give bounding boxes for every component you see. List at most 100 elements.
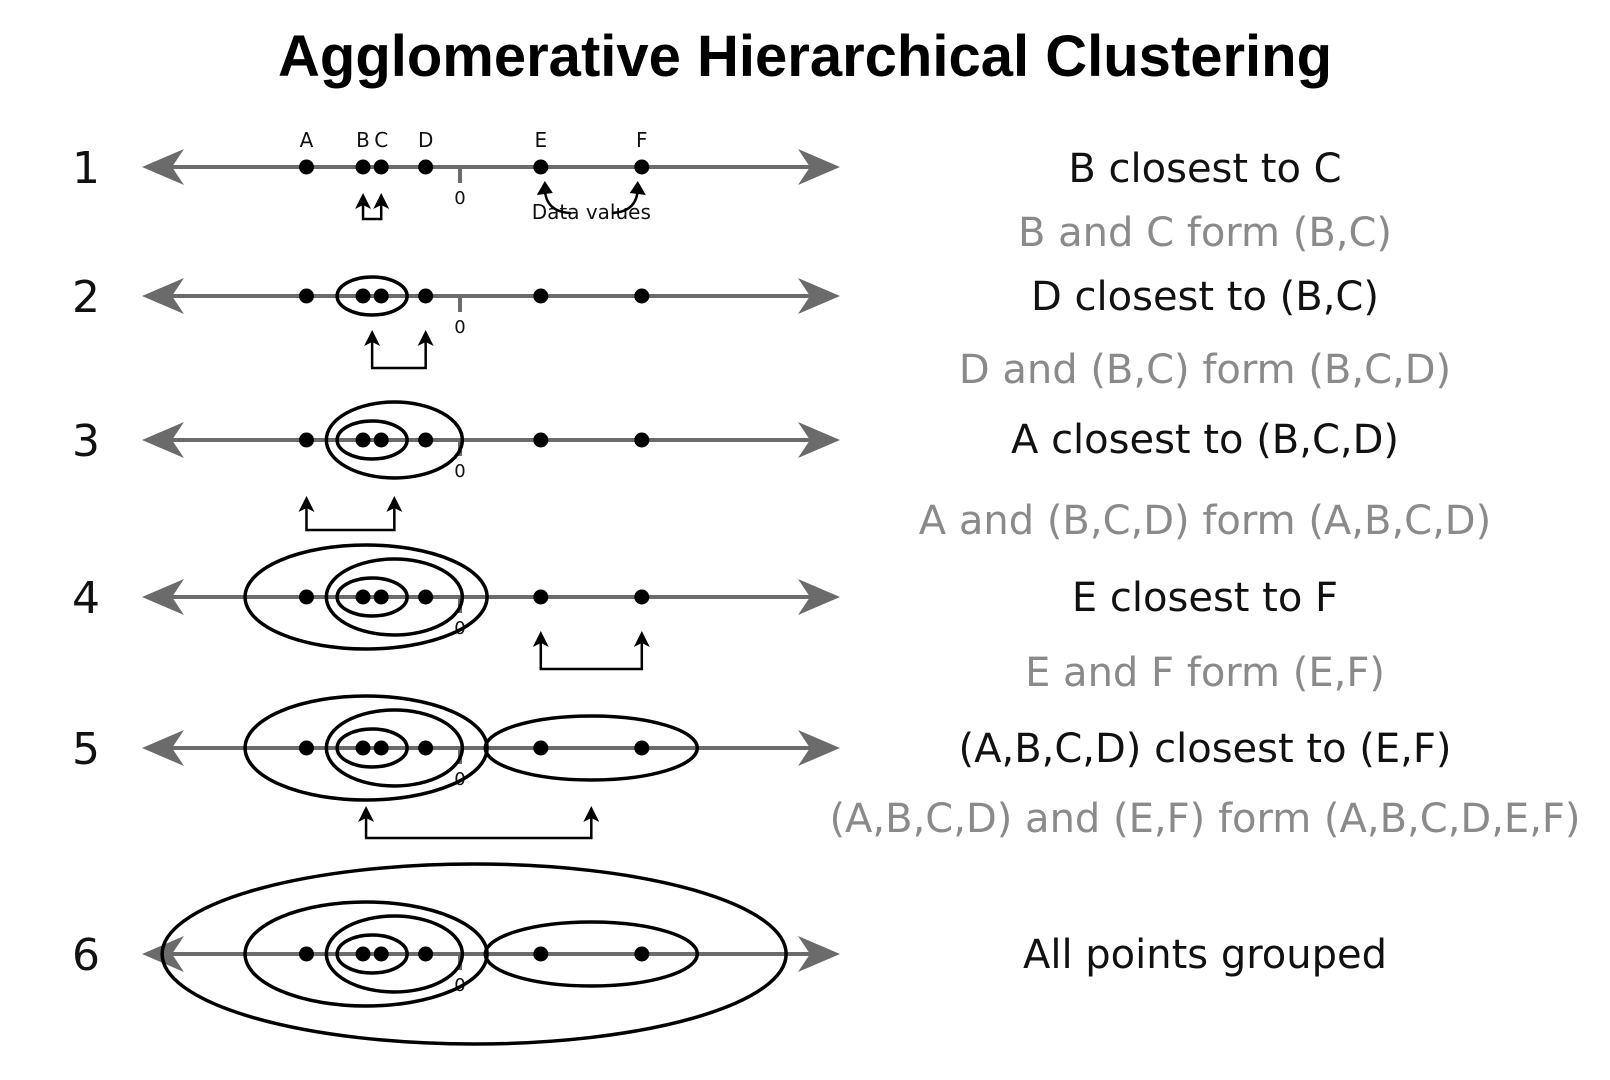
merge-arrowhead-left-icon [358,806,375,822]
data-point-c [373,432,389,448]
step-number: 3 [72,416,100,467]
merge-arrowhead-right-icon [633,631,650,647]
data-values-note: Data values [532,200,651,224]
step-result: B and C form (B,C) [1018,210,1392,256]
data-point-d [418,288,434,304]
cluster-ellipse-bc [335,419,409,461]
data-values-arrowhead-right-icon [629,181,646,195]
step-number: 2 [72,272,100,323]
merge-arrowhead-left-icon [355,193,372,209]
step-number: 5 [72,724,100,775]
merge-arrowhead-right-icon [583,806,600,822]
data-point-f [634,740,650,756]
merge-bracket [539,635,644,671]
data-point-a [298,432,314,448]
axis-left-arrow-icon [142,579,184,615]
data-point-c [373,589,389,605]
point-label-b: B [356,128,370,152]
step-description: B closest to C [1068,146,1341,192]
step-row-5: 50(A,B,C,D) closest to (E,F)(A,B,C,D) an… [72,694,1581,842]
data-point-e [533,159,549,175]
merge-bracket [305,500,396,532]
data-point-e [533,432,549,448]
cluster-ellipse-abcd [243,900,489,1008]
cluster-ellipse-bcd [324,708,465,788]
data-point-e [533,288,549,304]
axis-right-arrow-icon [798,278,840,314]
step-result: E and F form (E,F) [1025,650,1385,696]
data-point-d [418,740,434,756]
step-result: D and (B,C) form (B,C,D) [959,347,1451,393]
point-label-d: D [418,128,433,152]
data-point-f [634,159,650,175]
step-number: 4 [72,573,100,624]
data-point-e [533,946,549,962]
merge-arrowhead-left-icon [532,631,549,647]
data-point-e [533,589,549,605]
data-point-f [634,946,650,962]
data-point-c [373,946,389,962]
axis-right-arrow-icon [798,422,840,458]
step-description: (A,B,C,D) closest to (E,F) [959,726,1452,772]
axis-left-arrow-icon [142,278,184,314]
step-result: A and (B,C,D) form (A,B,C,D) [919,498,1491,544]
data-point-a [298,740,314,756]
step-result: (A,B,C,D) and (E,F) form (A,B,C,D,E,F) [829,796,1580,842]
data-point-b [355,946,371,962]
data-point-f [634,288,650,304]
data-point-d [418,432,434,448]
data-point-b [355,159,371,175]
cluster-ellipse-abcd [243,694,489,802]
page-title: Agglomerative Hierarchical Clustering [278,24,1332,89]
step-row-3: 30A closest to (B,C,D)A and (B,C,D) form… [72,400,1491,544]
point-label-c: C [374,128,388,152]
point-label-a: A [300,128,314,152]
data-values-arrowhead-left-icon [536,181,553,195]
axis-right-arrow-icon [798,149,840,185]
axis-left-arrow-icon [142,422,184,458]
zero-label: 0 [454,317,465,338]
axis-right-arrow-icon [798,579,840,615]
data-point-a [298,946,314,962]
cluster-ellipse-ef [483,920,700,988]
data-point-f [634,432,650,448]
data-point-d [418,589,434,605]
axis-right-arrow-icon [798,936,840,972]
zero-label: 0 [454,188,465,209]
data-point-d [418,159,434,175]
merge-arrowhead-right-icon [417,330,434,346]
point-label-e: E [534,128,547,152]
data-point-a [298,288,314,304]
cluster-ellipse-bcd [324,400,465,480]
data-point-c [373,288,389,304]
axis-left-arrow-icon [142,730,184,766]
step-row-2: 20D closest to (B,C)D and (B,C) form (B,… [72,272,1451,393]
data-point-b [355,740,371,756]
merge-bracket [370,334,427,370]
merge-bracket [364,810,593,840]
merge-arrowhead-left-icon [364,330,381,346]
cluster-ellipse-bc [335,275,409,317]
cluster-ellipse-abcd [243,543,489,651]
cluster-ellipse-bc [335,933,409,975]
step-row-4: 40E closest to FE and F form (E,F) [72,543,1385,696]
axis-right-arrow-icon [798,730,840,766]
data-point-c [373,159,389,175]
step-number: 1 [72,143,100,194]
data-point-b [355,432,371,448]
merge-arrowhead-right-icon [373,193,390,209]
point-label-f: F [636,128,648,152]
merge-bracket [361,197,383,221]
axis-left-arrow-icon [142,149,184,185]
cluster-ellipse-abcdef [160,862,788,1046]
cluster-ellipse-bcd [324,557,465,637]
step-description: All points grouped [1023,932,1387,978]
merge-arrowhead-left-icon [298,496,315,512]
merge-arrowhead-right-icon [386,496,403,512]
data-point-b [355,589,371,605]
cluster-ellipse-bcd [324,914,465,994]
